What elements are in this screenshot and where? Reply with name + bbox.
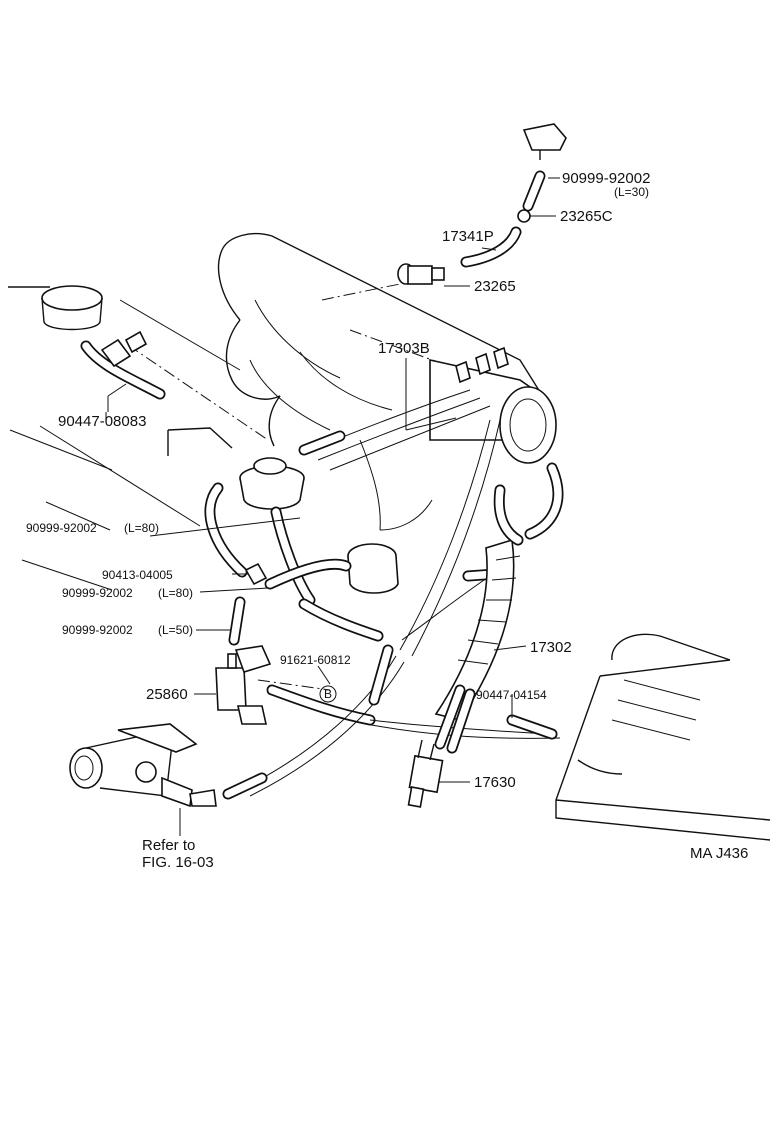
callout-vsv: 17630 (474, 774, 516, 791)
callout-connector: 90413-04005 (102, 568, 173, 582)
main-hose-drawing (434, 462, 564, 754)
callout-refer-line1: Refer to (142, 837, 195, 854)
fitting-drawing (397, 263, 445, 285)
callout-labels: 90999-92002 (L=30) 23265C 17341P 23265 1… (26, 170, 748, 871)
callout-clamp-lower: 90447-04154 (476, 688, 547, 702)
callout-hose-l80-b: 90999-92002 (62, 586, 133, 600)
callout-bolt: 91621-60812 (280, 653, 351, 667)
callout-fitting: 23265 (474, 278, 516, 295)
bolt-ref-circle (319, 685, 337, 703)
leader-lines (9, 177, 560, 836)
callout-top-hose: 90999-92002 (562, 170, 650, 187)
callout-hose-b: 17303B (378, 340, 430, 357)
secondary-valve-drawing (264, 543, 399, 642)
reservoir-cap-drawing (8, 285, 103, 331)
diagram-code: MA J436 (690, 845, 748, 862)
callout-hose-l50: 90999-92002 (62, 623, 133, 637)
water-outlet-drawing (69, 723, 217, 808)
vsv-bracket-drawing (215, 645, 376, 726)
callout-hose-l50-length: (L=50) (158, 623, 193, 637)
callout-hose-p: 17341P (442, 228, 494, 245)
callout-hose-l80-a: 90999-92002 (26, 521, 97, 535)
callout-valve: 25860 (146, 686, 188, 703)
callout-hose-l80-a-length: (L=80) (124, 521, 159, 535)
callout-top-hose-length: (L=30) (614, 185, 649, 199)
canister-drawing (429, 346, 557, 464)
callout-hose-main: 17302 (530, 639, 572, 656)
connector-drawing (228, 562, 268, 646)
callout-clamp-upper: 90447-08083 (58, 413, 146, 430)
callout-fitting-c: 23265C (560, 208, 613, 225)
callout-bolt-ref: B (324, 687, 332, 701)
air-cleaner-drawing (555, 633, 771, 841)
callout-refer-line2: FIG. 16-03 (142, 854, 214, 871)
vsv-drawing (407, 739, 444, 808)
callout-hose-l80-b-length: (L=80) (158, 586, 193, 600)
vacuum-sensor-drawing (460, 123, 567, 268)
clamp-upper-drawing (80, 330, 166, 412)
